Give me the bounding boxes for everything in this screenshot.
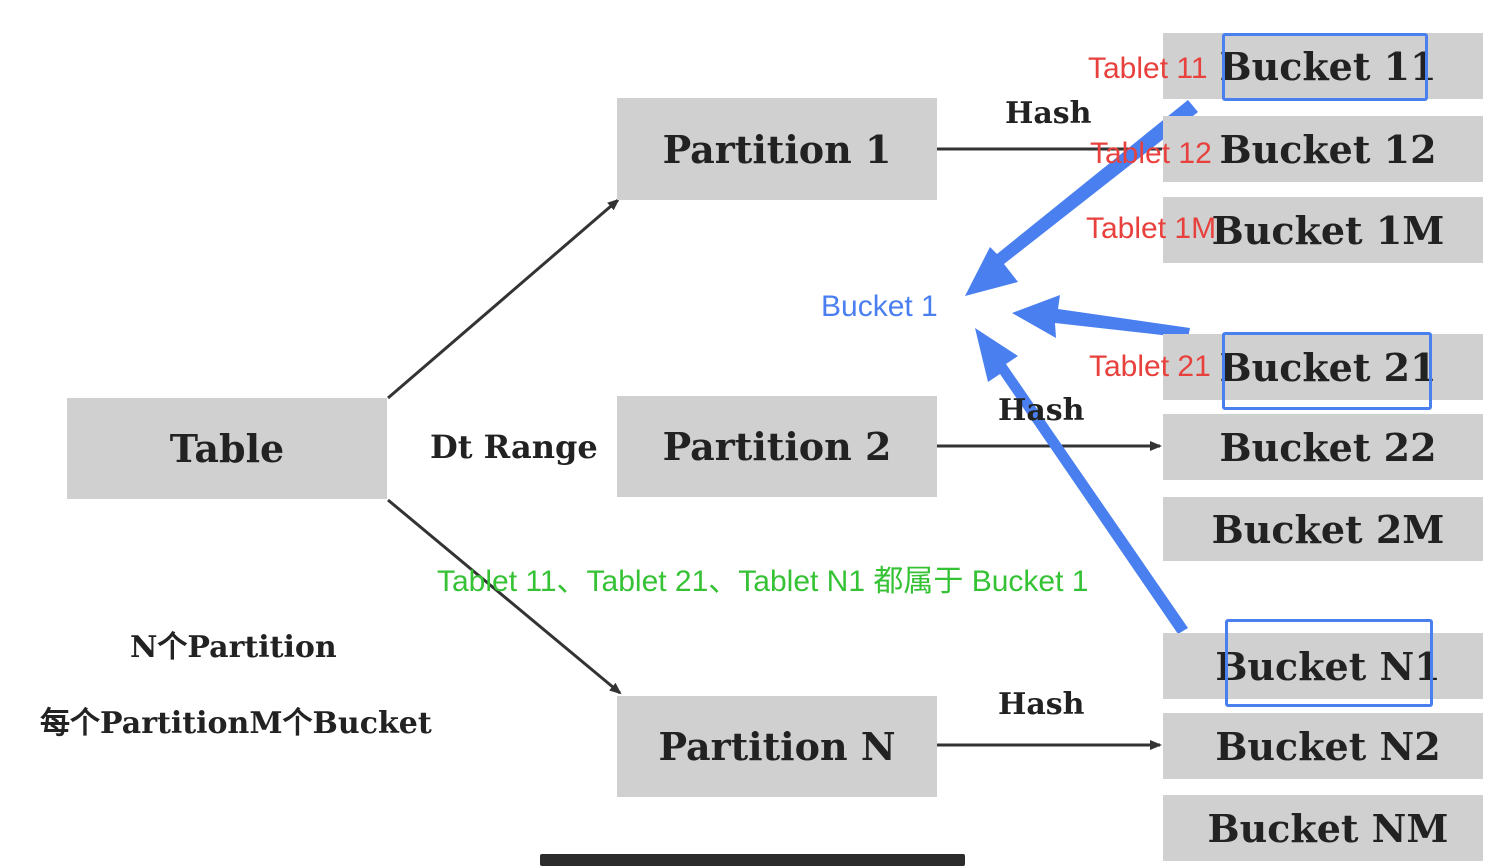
blue-arrow-from-bucket-11 bbox=[965, 100, 1198, 296]
tablet-11-annotation: Tablet 11 bbox=[1088, 52, 1208, 85]
bucket-n1-node: Bucket N1 bbox=[1163, 633, 1483, 699]
bucket-11-highlight bbox=[1222, 33, 1428, 101]
bucket-21-label: Bucket 21 bbox=[1219, 344, 1437, 390]
edge-table-partition-n bbox=[387, 498, 622, 695]
table-node: Table bbox=[67, 398, 387, 499]
bucket-nm-node: Bucket NM bbox=[1163, 795, 1483, 861]
summary-annotation: Tablet 11、Tablet 21、Tablet N1 都属于 Bucket… bbox=[437, 565, 1089, 598]
m-buckets-note: 每个PartitionM个Bucket bbox=[40, 706, 432, 741]
tablet-1m-annotation: Tablet 1M bbox=[1086, 212, 1217, 245]
bucket-22-node: Bucket 22 bbox=[1163, 414, 1483, 480]
partition-2-node: Partition 2 bbox=[617, 396, 937, 497]
bucket-n2-node: Bucket N2 bbox=[1163, 713, 1483, 779]
bucket-n1-highlight bbox=[1225, 619, 1433, 707]
bucket-nm-label: Bucket NM bbox=[1207, 805, 1449, 851]
bucket-12-label: Bucket 12 bbox=[1219, 126, 1437, 172]
n-partitions-note: N个Partition bbox=[130, 630, 337, 665]
edge-table-partition-1 bbox=[387, 198, 620, 400]
tablet-21-annotation: Tablet 21 bbox=[1089, 350, 1211, 383]
hash-label-partition-n: Hash bbox=[998, 687, 1085, 722]
bottom-scroll-bar bbox=[540, 854, 965, 866]
bucket-n2-label: Bucket N2 bbox=[1215, 723, 1441, 769]
partition-2-label: Partition 2 bbox=[662, 424, 892, 469]
partition-n-node: Partition N bbox=[617, 696, 937, 797]
tablet-12-annotation: Tablet 12 bbox=[1090, 137, 1212, 170]
bucket-2m-label: Bucket 2M bbox=[1211, 506, 1445, 552]
table-node-label: Table bbox=[169, 426, 285, 471]
bucket-11-label: Bucket 11 bbox=[1219, 43, 1437, 89]
partition-1-node: Partition 1 bbox=[617, 98, 937, 200]
bucket-11-node: Bucket 11 bbox=[1163, 33, 1483, 99]
bucket-2m-node: Bucket 2M bbox=[1163, 497, 1483, 561]
hash-label-partition-1: Hash bbox=[1005, 96, 1092, 131]
blue-arrow-from-bucket-21 bbox=[1012, 295, 1190, 338]
blue-arrow-from-bucket-n1 bbox=[975, 328, 1188, 634]
partition-1-label: Partition 1 bbox=[662, 126, 892, 172]
partition-n-label: Partition N bbox=[658, 724, 896, 769]
hash-label-partition-2: Hash bbox=[998, 393, 1085, 428]
bucket-1m-label: Bucket 1M bbox=[1211, 207, 1445, 253]
bucket-1-annotation: Bucket 1 bbox=[821, 290, 938, 323]
bucket-1m-node: Bucket 1M bbox=[1163, 197, 1483, 263]
bucket-n1-label: Bucket N1 bbox=[1215, 643, 1441, 689]
bucket-22-label: Bucket 22 bbox=[1219, 424, 1437, 470]
dt-range-label: Dt Range bbox=[430, 428, 598, 466]
bucket-21-highlight bbox=[1222, 332, 1432, 410]
bucket-12-node: Bucket 12 bbox=[1163, 116, 1483, 182]
